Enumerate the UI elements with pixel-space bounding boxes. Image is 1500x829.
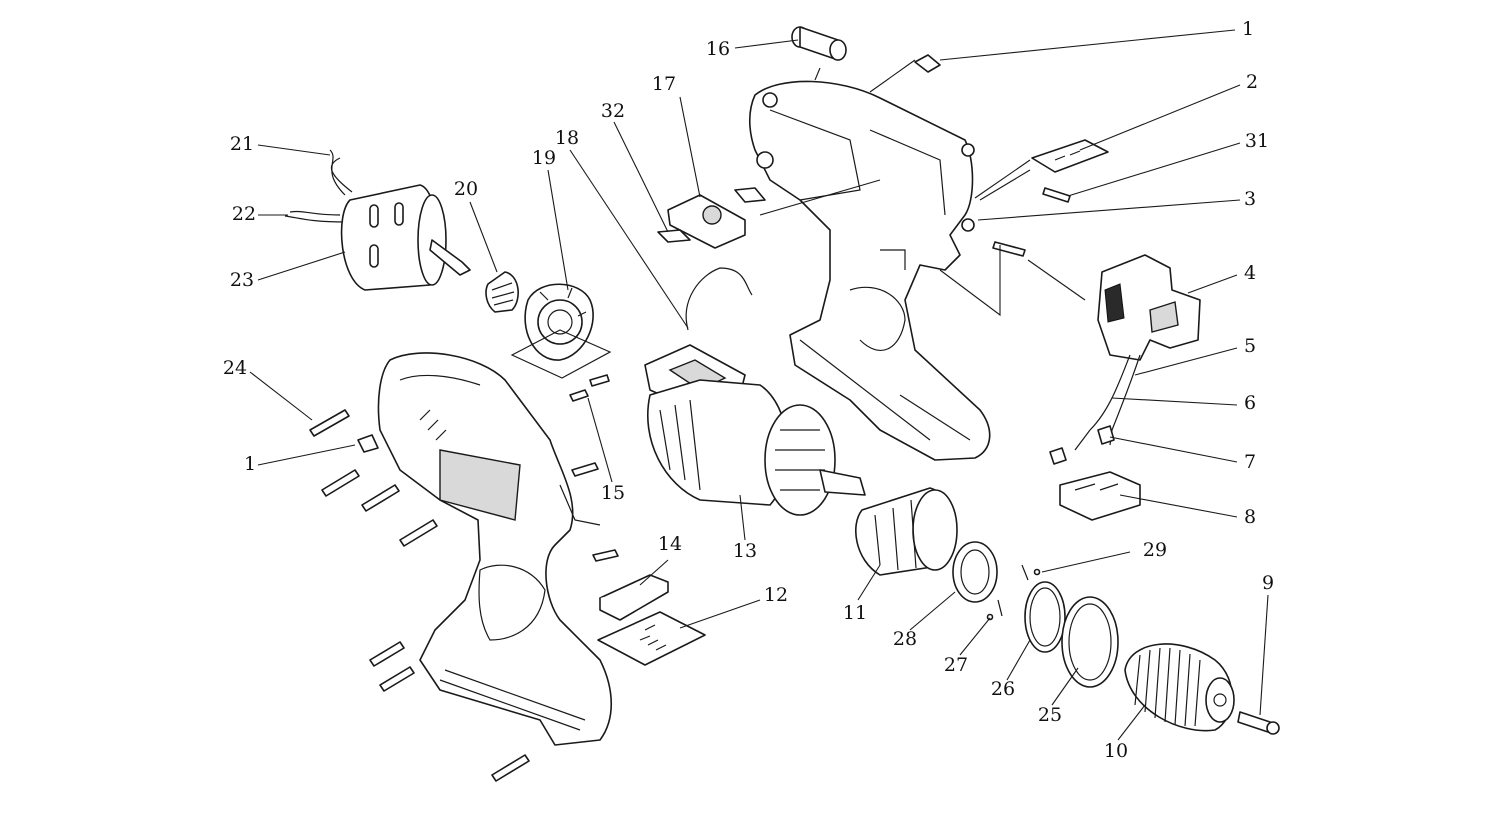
callout-14: 14 [658,533,682,555]
terminals [1049,425,1115,465]
switch-board [599,574,669,621]
small-springs [986,564,1041,621]
callout-9: 9 [1262,572,1274,594]
callout-12: 12 [764,584,788,606]
callout-28: 28 [893,628,917,650]
callout-1-left: 1 [244,453,256,475]
callout-3: 3 [1244,188,1256,210]
callout-6: 6 [1244,392,1256,414]
wire-clip [685,267,753,331]
housing-screws [309,409,619,782]
callout-8: 8 [1244,506,1256,528]
callout-17: 17 [652,73,676,95]
pinion-gear [485,271,519,313]
callout-27: 27 [944,654,968,676]
callout-5: 5 [1244,335,1256,357]
contact-blades [657,187,766,243]
washer [1061,596,1119,688]
lock-plate [1031,139,1109,173]
gearbox [644,344,866,516]
callout-15: 15 [601,482,625,504]
clutch-sleeve [855,487,958,576]
callout-7: 7 [1244,451,1256,473]
pcb [597,611,706,666]
callout-13: 13 [733,540,757,562]
callout-26: 26 [991,678,1015,700]
callout-2: 2 [1246,71,1258,93]
clutch-ring [952,541,998,603]
chuck-screw [1237,711,1280,735]
callout-1-top: 1 [1242,18,1254,40]
callout-24: 24 [223,357,247,379]
callout-22: 22 [232,203,256,225]
callout-19: 19 [532,147,556,169]
plate-screws [569,374,610,402]
callout-32: 32 [601,100,625,122]
retaining-ring [1024,581,1066,653]
callout-16: 16 [706,38,730,60]
right-housing [748,80,991,461]
chuck [1124,643,1235,732]
switch-wires [1074,354,1141,451]
callout-25: 25 [1038,704,1062,726]
terminal-block [1059,471,1141,521]
callout-20: 20 [454,178,478,200]
motor [284,149,471,291]
callout-21: 21 [230,133,254,155]
callout-11: 11 [843,602,867,624]
left-housing [377,352,613,746]
callout-labels: 1 2 31 3 4 5 6 7 8 9 10 25 26 27 28 29 1… [223,18,1274,762]
callout-4: 4 [1244,262,1256,284]
small-screw [1042,187,1071,203]
clip-part [357,434,379,453]
callout-10: 10 [1104,740,1128,762]
battery-magnet [791,26,847,61]
callout-31: 31 [1245,130,1269,152]
housing-screw-right [992,241,1026,257]
callout-23: 23 [230,269,254,291]
callout-29: 29 [1143,539,1167,561]
housing-clip [914,54,941,73]
leader-lines [249,29,1269,741]
gear-plate [510,283,612,379]
callout-18: 18 [555,127,579,149]
trigger-switch [1097,254,1201,361]
